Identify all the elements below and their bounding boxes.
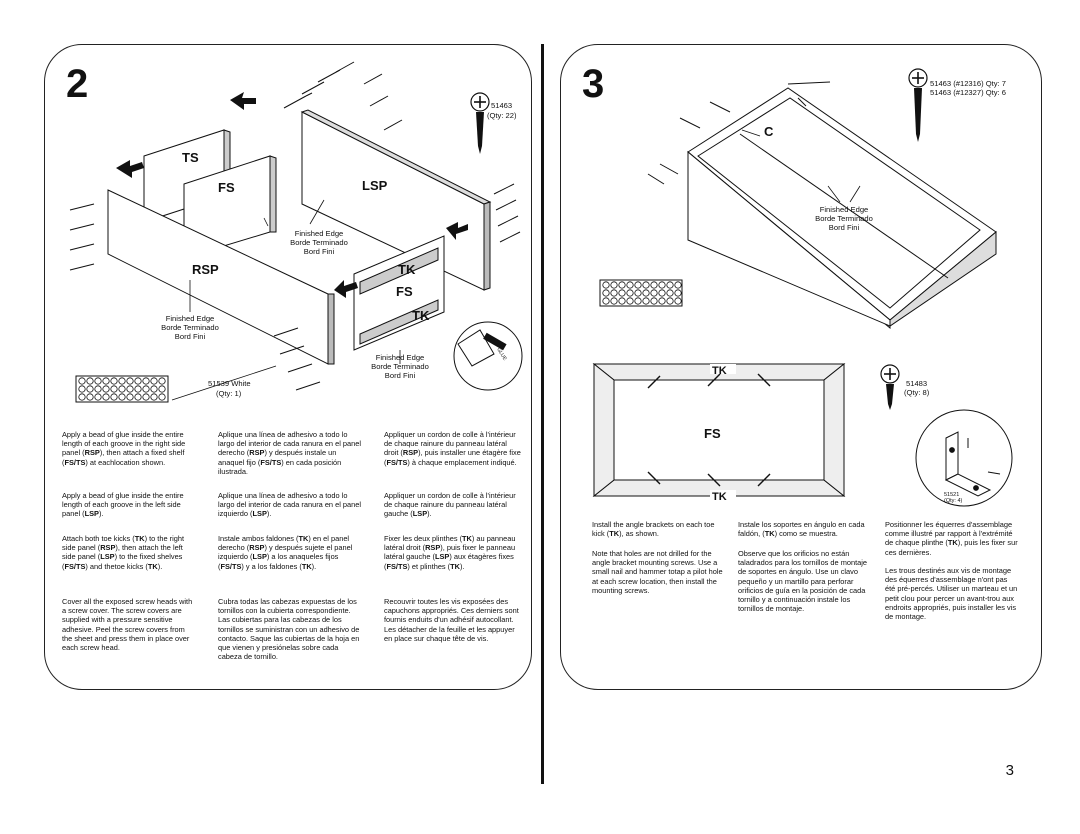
screw-51463-icon [470, 92, 490, 154]
label-fs: FS [218, 180, 235, 195]
step-2-fr-1: Appliquer un cordon de colle à l'intérie… [384, 430, 521, 467]
svg-text:Bord Fini: Bord Fini [175, 332, 206, 341]
step-3-es-1: Instale los soportes en ángulo en cada f… [738, 520, 865, 539]
step-3-es-2: Observe que los orificios no están talad… [738, 549, 868, 614]
cover-qty: (Qty: 1) [216, 389, 242, 398]
label-ts: TS [182, 150, 199, 165]
step-2-en-2: Apply a bead of glue inside the entire l… [62, 491, 184, 519]
screw-51463-icon-3 [908, 68, 928, 142]
svg-text:Finished Edge: Finished Edge [376, 353, 425, 362]
small-screw-qty: (Qty: 8) [904, 388, 930, 397]
screw-line-2: 51463 (#12327) Qty: 6 [930, 88, 1006, 97]
step-3-en-1: Install the angle brackets on each toe k… [592, 520, 715, 539]
label-c: C [764, 124, 774, 139]
svg-text:Borde Terminado: Borde Terminado [290, 238, 348, 247]
finished-edge-callout-tk: Finished Edge Borde Terminado Bord Fini [371, 353, 429, 380]
step-3-fr-1: Positionner les équerres d'assemblage co… [885, 520, 1018, 557]
step-2-number: 2 [66, 62, 89, 106]
label-tk-bottom: TK [712, 491, 727, 503]
screw-cover-sheet [78, 377, 166, 401]
step-3-panel [560, 44, 1042, 690]
step-2-fr-3: Fixer les deux plinthes (TK) au panneau … [384, 534, 516, 571]
screw-cover-sheet-2 [602, 281, 682, 305]
svg-text:Finished Edge: Finished Edge [166, 314, 215, 323]
bracket-inset [915, 409, 1013, 507]
screw-line-1: 51463 (#12316) Qty: 7 [930, 79, 1006, 88]
screw-qty: (Qty: 22) [487, 111, 517, 120]
step-2-en-1: Apply a bead of glue inside the entire l… [62, 430, 186, 467]
label-tk-top: TK [712, 365, 727, 377]
step-2-es-3: Instale ambos faldones (TK) en el panel … [218, 534, 353, 571]
finished-edge-callout-rsp: Finished Edge Borde Terminado Bord Fini [161, 314, 219, 341]
step-3-fr-2: Les trous destinés aux vis de montage de… [885, 566, 1018, 622]
svg-text:Borde Terminado: Borde Terminado [815, 214, 873, 223]
label-rsp: RSP [192, 262, 219, 277]
small-screw-part: 51483 [906, 379, 927, 388]
step-3-illustration: C FS TK TK 51463 (#12316) Qty: 7 51463 (… [592, 68, 1013, 507]
bracket-51521-icon [944, 431, 1001, 497]
step-2-es-1: Aplique una línea de adhesivo a todo lo … [218, 430, 361, 476]
svg-text:Bord Fini: Bord Fini [829, 223, 860, 232]
cover-part: 51539 White [208, 379, 251, 388]
label-tk-bottom: TK [412, 308, 430, 323]
step-2-es-2: Aplique una línea de adhesivo a todo lo … [218, 491, 361, 519]
label-tk-top: TK [398, 262, 416, 277]
svg-text:Bord Fini: Bord Fini [304, 247, 335, 256]
svg-text:Finished Edge: Finished Edge [295, 229, 344, 238]
finished-edge-callout-lsp: Finished Edge Borde Terminado Bord Fini [290, 229, 348, 256]
bracket-qty: (Qty: 4) [944, 498, 963, 504]
step-2-panel [44, 44, 532, 690]
finished-edge-callout-3: Finished Edge Borde Terminado Bord Fini [815, 205, 873, 232]
step-2-en-3: Attach both toe kicks (TK) to the right … [62, 534, 185, 571]
step-3-number: 3 [582, 62, 605, 106]
svg-text:Borde Terminado: Borde Terminado [371, 362, 429, 371]
angle-brackets [647, 373, 771, 487]
label-lsp: LSP [362, 178, 388, 193]
step-2-fr-2: Appliquer un cordon de colle à l'intérie… [384, 491, 516, 519]
step-2-illustration: TS FS LSP RSP TK FS TK 51463 (Qty: 22) 5… [69, 61, 523, 403]
step-3-en-2: Note that holes are not drilled for the … [592, 549, 723, 595]
bracket-part: 51521 [944, 492, 959, 498]
svg-text:Borde Terminado: Borde Terminado [161, 323, 219, 332]
svg-text:Bord Fini: Bord Fini [385, 371, 416, 380]
step-2-en-4: Cover all the exposed screw heads with a… [62, 597, 193, 653]
screw-part: 51463 [491, 101, 512, 110]
direction-arrows [116, 92, 468, 298]
screw-51483-icon [880, 364, 900, 410]
svg-text:Finished Edge: Finished Edge [820, 205, 869, 214]
step-2-es-4: Cubra todas las cabezas expuestas de los… [218, 597, 360, 662]
page-divider [541, 44, 544, 784]
label-fs-bottom: FS [396, 284, 413, 299]
step-2-fr-4: Recouvrir toutes les vis exposées des ca… [384, 597, 519, 643]
label-fs-plan: FS [704, 426, 721, 441]
screws-group [69, 61, 521, 391]
page-number: 3 [1005, 762, 1014, 779]
screws-group-3 [647, 81, 831, 185]
